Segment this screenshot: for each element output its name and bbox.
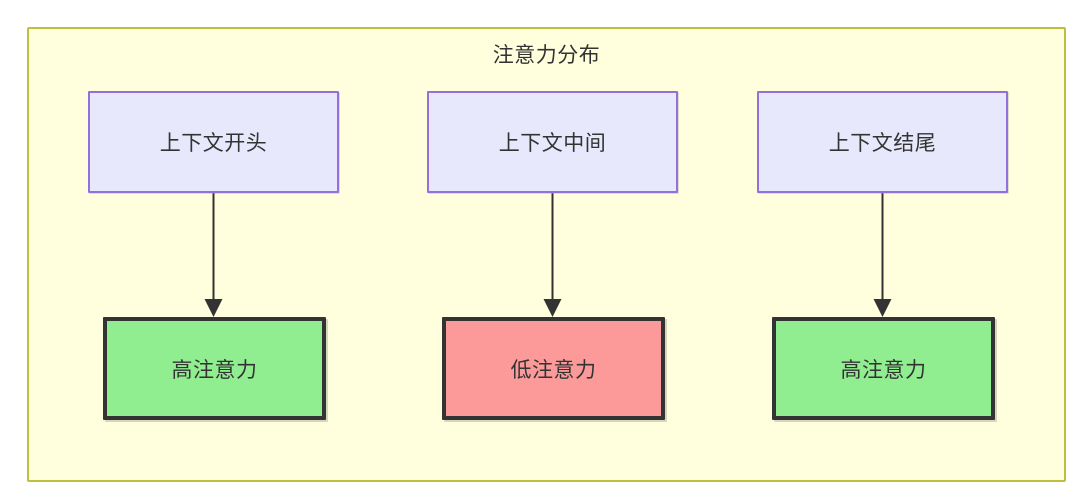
node-label: 低注意力	[510, 358, 597, 382]
node-label: 高注意力	[840, 358, 927, 382]
node-context-middle[interactable]: 上下文中间	[427, 91, 678, 193]
node-label: 上下文中间	[498, 132, 607, 155]
node-context-end[interactable]: 上下文结尾	[757, 91, 1008, 193]
node-label: 上下文结尾	[828, 132, 937, 155]
node-attention-middle[interactable]: 低注意力	[442, 317, 665, 420]
node-attention-end[interactable]: 高注意力	[772, 317, 995, 420]
node-attention-start[interactable]: 高注意力	[103, 317, 326, 420]
subgraph-title: 注意力分布	[492, 44, 601, 67]
node-label: 上下文开头	[159, 132, 268, 155]
node-context-start[interactable]: 上下文开头	[88, 91, 339, 193]
node-label: 高注意力	[171, 358, 258, 382]
